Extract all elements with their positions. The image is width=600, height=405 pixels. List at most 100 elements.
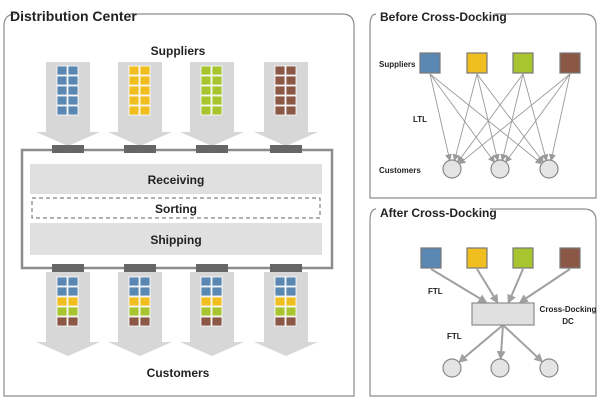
supplier-crate	[56, 75, 68, 86]
mixed-crate	[211, 276, 223, 287]
mixed-crate	[56, 296, 68, 307]
mixed-crate	[274, 286, 286, 297]
supplier-crate	[274, 75, 286, 86]
customer-node	[539, 159, 559, 179]
mixed-crate	[139, 306, 151, 317]
mixed-crate	[67, 296, 79, 307]
ftl-outbound-label: FTL	[447, 332, 462, 341]
shipping-dock-door	[52, 264, 84, 272]
shipping-label: Shipping	[150, 233, 201, 247]
supplier-crate	[67, 105, 79, 116]
mixed-crate	[274, 296, 286, 307]
supplier-crate	[139, 95, 151, 106]
supplier-crate	[211, 85, 223, 96]
before-nodes	[419, 52, 581, 179]
sorting-band	[31, 197, 321, 219]
mixed-crate	[285, 296, 297, 307]
supplier-node	[512, 247, 534, 269]
mixed-crate	[56, 316, 68, 327]
supplier-node	[420, 247, 442, 269]
supplier-crate	[139, 85, 151, 96]
supplier-crate	[211, 95, 223, 106]
mixed-crate	[56, 276, 68, 287]
mixed-crate	[200, 316, 212, 327]
ltl-shipment-line	[429, 73, 543, 165]
ftl-inbound-line	[430, 268, 488, 304]
receiving-dock-door	[52, 145, 84, 153]
supplier-node	[559, 52, 581, 74]
ltl-shipment-line	[500, 73, 524, 162]
ltl-shipment-line	[457, 73, 524, 163]
ltl-shipment-line	[476, 73, 544, 163]
panel-title: Distribution Center	[10, 8, 137, 24]
mixed-crate	[285, 276, 297, 287]
shipping-dock-door	[270, 264, 302, 272]
supplier-crate	[67, 95, 79, 106]
mixed-crate	[128, 286, 140, 297]
ltl-shipment-line	[429, 73, 452, 162]
ltl-shipment-line	[548, 73, 571, 162]
cross-docking-dc-box	[471, 302, 535, 326]
ltl-shipment-line	[476, 73, 500, 162]
supplier-crate	[274, 105, 286, 116]
shipping-dock-door	[196, 264, 228, 272]
customer-node	[539, 358, 559, 378]
ftl-outbound-line	[496, 324, 506, 361]
ftl-inbound-line	[476, 268, 499, 304]
customers-label: Customers	[379, 166, 421, 175]
customer-node	[490, 358, 510, 378]
supplier-crate	[200, 75, 212, 86]
suppliers-label: Suppliers	[151, 44, 206, 58]
ltl-shipment-line	[429, 73, 495, 163]
mixed-crate	[67, 286, 79, 297]
panel-title: After Cross-Docking	[380, 206, 497, 220]
mixed-crate	[274, 276, 286, 287]
mixed-crate	[285, 306, 297, 317]
ltl-shipment-line	[505, 73, 571, 163]
receiving-dock-door	[196, 145, 228, 153]
ltl-shipment-line	[452, 73, 478, 162]
customer-node	[442, 358, 462, 378]
mixed-crate	[200, 296, 212, 307]
mixed-crate	[56, 306, 68, 317]
mixed-crate	[211, 296, 223, 307]
supplier-crate	[128, 65, 140, 76]
mixed-crate	[200, 286, 212, 297]
supplier-crate	[211, 75, 223, 86]
supplier-crate	[200, 105, 212, 116]
panel-frame	[3, 13, 355, 397]
mixed-crate	[211, 306, 223, 317]
supplier-node	[559, 247, 581, 269]
supplier-crate	[285, 75, 297, 86]
mixed-crate	[200, 306, 212, 317]
mixed-crate	[139, 296, 151, 307]
supplier-crate	[200, 85, 212, 96]
supplier-crate	[139, 105, 151, 116]
mixed-crate	[67, 316, 79, 327]
supplier-node	[419, 52, 441, 74]
mixed-crate	[274, 316, 286, 327]
mixed-crate	[139, 276, 151, 287]
ftl-outbound-line	[458, 324, 504, 363]
receiving-label: Receiving	[148, 173, 205, 187]
supplier-crate	[274, 85, 286, 96]
dc-label-line1: Cross-Docking	[540, 305, 597, 314]
dock-doors	[52, 145, 302, 272]
suppliers-label: Suppliers	[379, 60, 416, 69]
sorting-label: Sorting	[155, 202, 197, 216]
supplier-crate	[285, 105, 297, 116]
mixed-crate	[128, 276, 140, 287]
mixed-crate	[128, 316, 140, 327]
mixed-crate	[285, 316, 297, 327]
ltl-label: LTL	[413, 115, 427, 124]
supplier-crate	[211, 65, 223, 76]
dc-label-line2: DC	[562, 317, 574, 326]
supplier-crate	[56, 65, 68, 76]
mixed-crate	[139, 286, 151, 297]
mixed-crate	[128, 306, 140, 317]
supplier-crate	[139, 65, 151, 76]
after-nodes	[420, 247, 581, 378]
mixed-crate	[285, 286, 297, 297]
supplier-crate	[56, 95, 68, 106]
